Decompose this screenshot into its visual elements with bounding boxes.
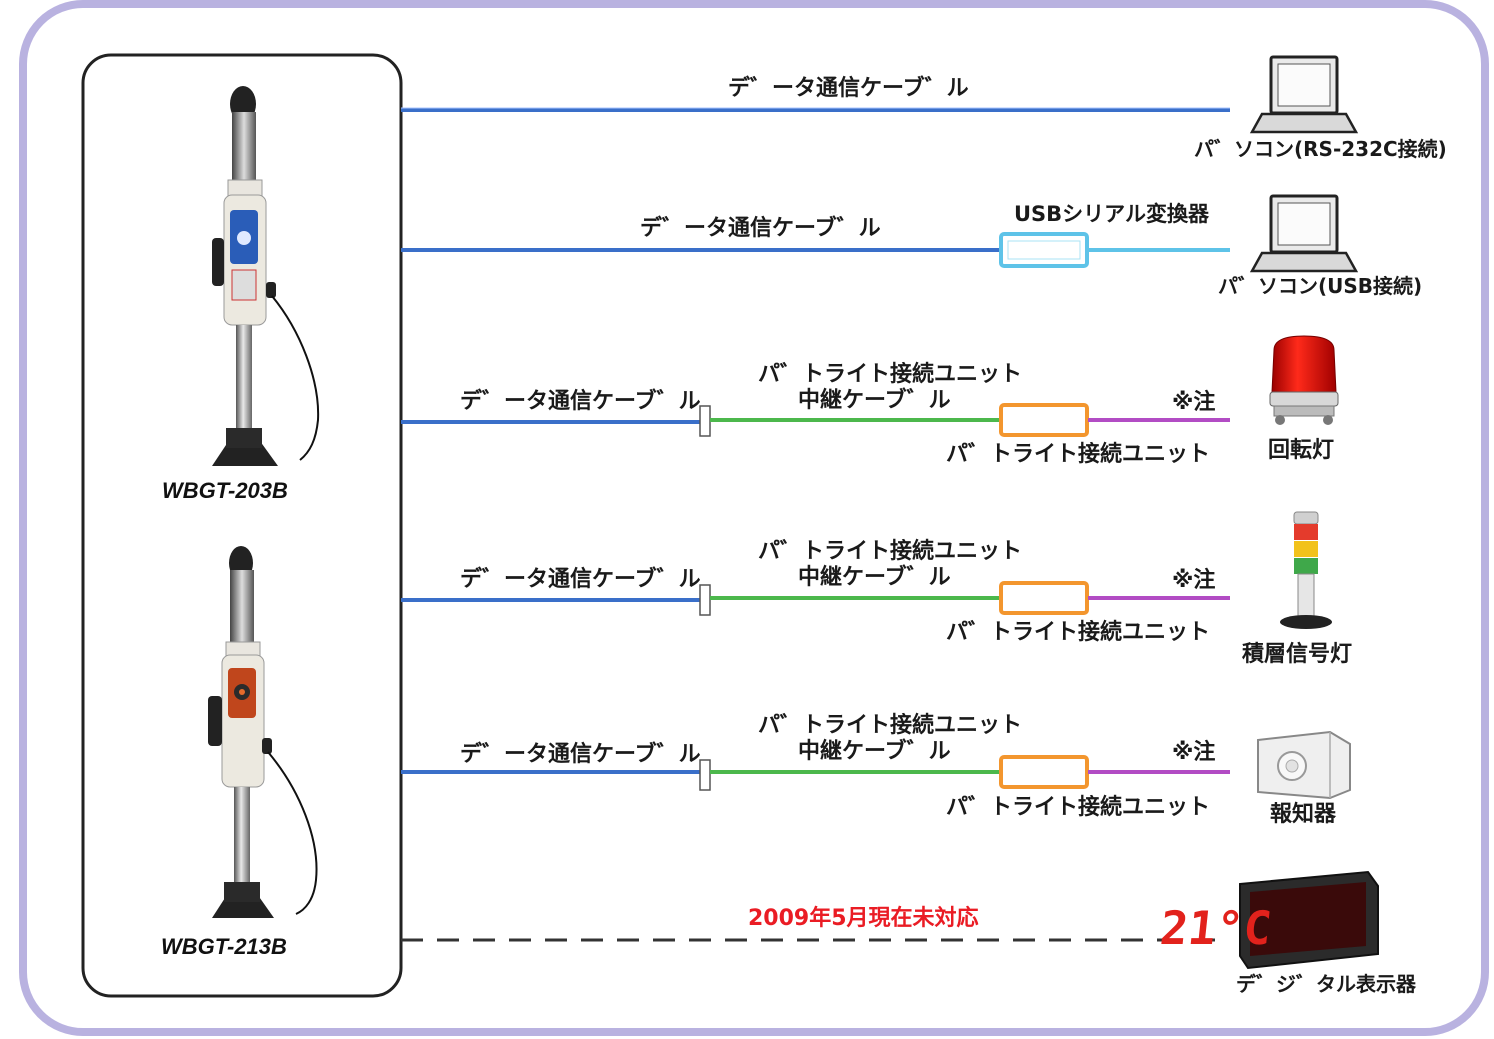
cable-label-row-5: デ゛ータ通信ケーブ゛ル — [460, 742, 701, 767]
cable-label-row-4: デ゛ータ通信ケーブ゛ル — [460, 567, 701, 592]
relay-label-1-row-4: パ゛トライト接続ユニット — [758, 539, 1023, 564]
display-digits: 21°C — [1158, 901, 1274, 955]
wbgt-203b-meter-icon — [212, 86, 320, 466]
patlite-row-3 — [401, 403, 1230, 437]
laptop-icon-1 — [1249, 55, 1359, 134]
cable-label-row-2: デ゛ータ通信ケーブ゛ル — [640, 216, 881, 241]
relay-label-2-row-5: 中継ケーブ゛ル — [798, 739, 951, 764]
unit-label-row-5: パ゛トライト接続ユニット — [946, 795, 1211, 820]
model-label-top: WBGT-203B — [162, 478, 288, 503]
device-panel — [81, 53, 403, 998]
patlite-row-4 — [401, 581, 1230, 616]
digital-display-icon: 21°C — [1158, 870, 1379, 970]
target-label-row-5: 報知器 — [1270, 802, 1337, 827]
note-row-4: ※注 — [1172, 568, 1216, 593]
converter-label: USBシリアル変換器 — [1014, 202, 1209, 226]
note-row-5: ※注 — [1172, 740, 1216, 765]
cable-label-row-3: デ゛ータ通信ケーブ゛ル — [460, 389, 701, 414]
unit-label-row-4: パ゛トライト接続ユニット — [946, 620, 1211, 645]
target-label-row-3: 回転灯 — [1268, 438, 1335, 463]
cable-label-row-1: デ゛ータ通信ケーブ゛ル — [728, 76, 969, 101]
rotating-light-icon — [1269, 335, 1339, 425]
alarm-icon — [1257, 730, 1351, 800]
target-label-row-6: デ゛ジ゛タル表示器 — [1236, 972, 1416, 996]
target-label-row-2: パ゛ソコン(USB接続) — [1218, 274, 1423, 298]
signal-tower-icon — [1280, 511, 1332, 629]
relay-label-1-row-3: パ゛トライト接続ユニット — [758, 362, 1023, 387]
laptop-icon-2 — [1249, 194, 1359, 273]
relay-label-2-row-3: 中継ケーブ゛ル — [798, 388, 951, 413]
relay-label-1-row-5: パ゛トライト接続ユニット — [758, 713, 1023, 738]
target-label-row-4: 積層信号灯 — [1242, 642, 1353, 667]
note-row-3: ※注 — [1172, 390, 1216, 415]
target-label-row-1: パ゛ソコン(RS-232C接続) — [1194, 137, 1447, 161]
wbgt-213b-meter-icon — [208, 546, 318, 918]
unsupported-status-label: 2009年5月現在未対応 — [748, 906, 979, 931]
unit-label-row-3: パ゛トライト接続ユニット — [946, 442, 1211, 467]
patlite-row-5 — [401, 755, 1230, 791]
usb-serial-converter-box — [999, 232, 1089, 268]
model-label-bottom: WBGT-213B — [161, 934, 287, 959]
relay-label-2-row-4: 中継ケーブ゛ル — [798, 565, 951, 590]
